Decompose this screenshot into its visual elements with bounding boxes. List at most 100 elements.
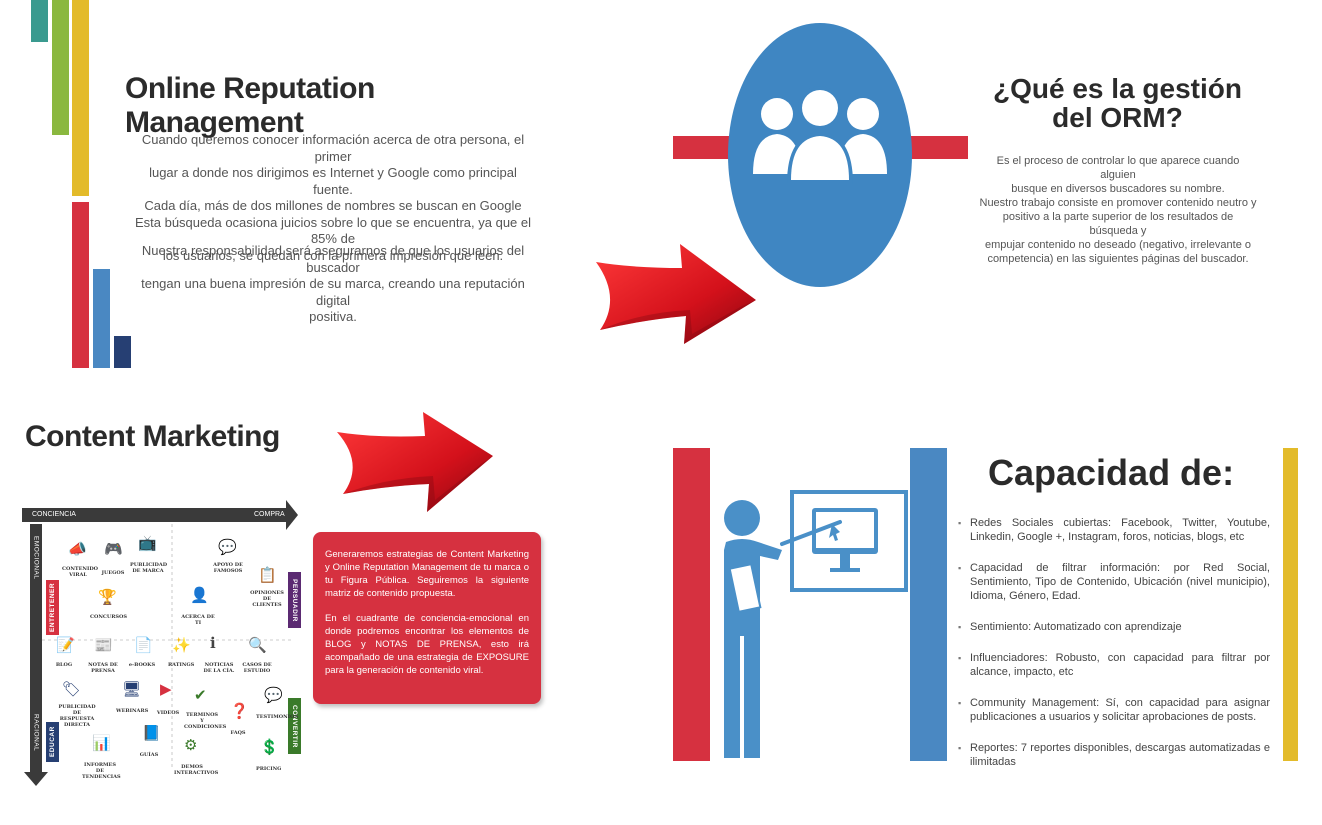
item-terminos: TERMINOS Y CONDICIONES <box>184 712 227 730</box>
pencil-note-icon: 📝 <box>56 637 75 654</box>
orm-paragraph-2: Nuestra responsabilidad será asegurarnos… <box>128 243 538 326</box>
orm-p2-line: tengan una buena impresión de su marca, … <box>141 276 525 308</box>
arrow-right-icon <box>337 412 493 512</box>
capacidad-item: Sentimiento: Automatizado con aprendizaj… <box>958 620 1270 634</box>
que-line: Nuestro trabajo consiste en promover con… <box>979 197 1257 209</box>
item-guias: GUÍAS <box>139 752 159 758</box>
que-line: busque en diversos buscadores su nombre. <box>1011 183 1225 195</box>
deco-bar-green <box>52 0 69 135</box>
person-icon: 👤 <box>190 587 209 604</box>
matrix-label-conciencia: CONCIENCIA <box>32 511 76 518</box>
item-notas-prensa: NOTAS DE PRENSA <box>88 662 118 674</box>
item-acerca-de-ti: ACERCA DE TI <box>181 614 215 626</box>
red-line-left <box>673 136 735 159</box>
item-casos: CASOS DE ESTUDIO <box>242 662 272 674</box>
item-blog: BLOG <box>55 662 73 668</box>
newspaper-icon: 📰 <box>94 637 113 654</box>
deco-bar-blue <box>93 269 110 368</box>
magnifier-icon: 🔍 <box>248 637 267 654</box>
orm-p1-line: los usuarios, se quedan con la primera i… <box>162 247 504 263</box>
item-publicidad-directa: PUBLICIDAD DE RESPUESTA DIRECTA <box>58 704 96 728</box>
orm-title: Online Reputation Management <box>125 72 375 139</box>
cm-box-paragraph-2: En el cuadrante de conciencia-emocional … <box>325 613 529 676</box>
cap-bar-blue <box>910 448 947 761</box>
gamepad-icon: 🎮 <box>104 541 123 558</box>
item-publicidad-marca: PUBLICIDAD DE MARCA <box>130 562 168 574</box>
deco-bar-teal <box>31 0 48 42</box>
capacidad-item: Reportes: 7 reportes disponibles, descar… <box>958 741 1270 769</box>
que-line: empujar contenido no deseado (negativo, … <box>984 239 1251 251</box>
item-apoyo-famosos: APOYO DE FAMOSOS <box>213 562 243 574</box>
orm-p2-line: positiva. <box>309 309 357 324</box>
item-videos: VIDEOS <box>156 710 180 716</box>
que-es-title-line2: del ORM? <box>1052 102 1183 133</box>
que-line: positivo a la parte superior de los resu… <box>1002 211 1234 237</box>
presentation-icon: 📊 <box>92 735 111 752</box>
capacidad-title: Capacidad de: <box>988 452 1235 493</box>
video-play-icon: ▶ <box>160 681 172 698</box>
guide-book-icon: 📘 <box>142 725 161 742</box>
orm-paragraph-1: Cuando queremos conocer información acer… <box>128 132 538 264</box>
tag-convertir: CONVERTIR <box>288 698 301 754</box>
chat-bubble-icon: 💬 <box>218 539 237 556</box>
matrix-label-racional: RACIONAL <box>32 714 40 752</box>
orm-p2-line: Nuestra responsabilidad será asegurarnos… <box>141 243 525 275</box>
cap-bar-yellow <box>1283 448 1298 761</box>
item-concursos: CONCURSOS <box>90 614 127 620</box>
que-line: Es el proceso de controlar lo que aparec… <box>996 155 1240 181</box>
item-testimonios: TESTIMONIOS <box>256 714 298 720</box>
red-line-right <box>905 136 968 159</box>
users-group-icon <box>728 23 912 287</box>
content-marketing-title: Content Marketing <box>25 420 280 453</box>
orm-p1-line: Esta búsqueda ocasiona juicios sobre lo … <box>134 214 532 247</box>
deco-bar-navy <box>114 336 131 368</box>
que-es-title: ¿Qué es la gestión del ORM? <box>985 74 1250 132</box>
item-juegos: JUEGOS <box>101 570 125 576</box>
item-noticias: NOTICIAS DE LA CÍA. <box>203 662 235 674</box>
item-webinars: WEBINARS <box>116 708 149 714</box>
item-pricing: PRICING <box>256 766 282 772</box>
capacidad-list: Redes Sociales cubiertas: Facebook, Twit… <box>958 516 1270 786</box>
capacidad-item: Redes Sociales cubiertas: Facebook, Twit… <box>958 516 1270 544</box>
checklist-icon: 📋 <box>258 567 277 584</box>
orm-p1-line: lugar a donde nos dirigimos es Internet … <box>149 165 517 197</box>
matrix-axes <box>22 500 298 786</box>
matrix-label-emocional: EMOCIONAL <box>32 535 40 580</box>
item-demos: DEMOS INTERACTIVOS <box>174 764 219 776</box>
item-contenido-viral: CONTENIDO VIRAL <box>62 566 99 578</box>
item-opiniones: OPINIONES DE CLIENTES <box>250 590 284 608</box>
tv-icon: 📺 <box>138 535 157 552</box>
arrow-right-icon <box>596 244 756 344</box>
webinar-icon: 🖥 <box>122 681 142 698</box>
item-informes: INFORMES DE TENDENCIAS <box>82 762 121 780</box>
orm-p1-line: Cada día, más de dos millones de nombres… <box>144 198 522 213</box>
deco-bar-red <box>72 202 89 368</box>
orm-p1-line: Cuando queremos conocer información acer… <box>141 132 525 164</box>
matrix-label-compra: COMPRA <box>254 511 285 518</box>
dollar-icon: 💲 <box>260 739 279 756</box>
capacidad-item: Community Management: Sí, con capacidad … <box>958 696 1270 724</box>
capacidad-item: Influenciadores: Robusto, con capacidad … <box>958 651 1270 679</box>
percent-tag-icon: 🏷 <box>62 681 82 698</box>
presenter-icon <box>724 490 908 758</box>
item-ebooks: e-BOOKS <box>128 662 156 668</box>
trophy-icon: 🏆 <box>98 589 117 606</box>
megaphone-icon: 📣 <box>68 541 87 558</box>
que-es-title-line1: ¿Qué es la gestión <box>993 73 1242 104</box>
cap-bar-red <box>673 448 710 761</box>
question-icon: ❓ <box>230 703 249 720</box>
ebook-icon: 📄 <box>134 637 153 654</box>
que-es-paragraph: Es el proceso de controlar lo que aparec… <box>978 154 1258 266</box>
gears-icon: ⚙ <box>184 737 198 754</box>
item-ratings: RATINGS <box>168 662 195 668</box>
deco-bar-yellow <box>72 0 89 196</box>
content-marketing-box: Generaremos estrategias de Content Marke… <box>313 532 541 704</box>
item-faqs: FAQS <box>230 730 246 736</box>
tag-entretener: ENTRETENER <box>46 580 59 635</box>
speech-bubbles-icon: 💬 <box>264 687 283 704</box>
check-circle-icon: ✔ <box>194 687 207 704</box>
capacidad-item: Capacidad de filtrar información: por Re… <box>958 561 1270 603</box>
tag-persuadir: PERSUADIR <box>288 572 301 628</box>
tag-educar: EDUCAR <box>46 722 59 762</box>
que-line: competencia) en las siguientes páginas d… <box>987 253 1249 265</box>
